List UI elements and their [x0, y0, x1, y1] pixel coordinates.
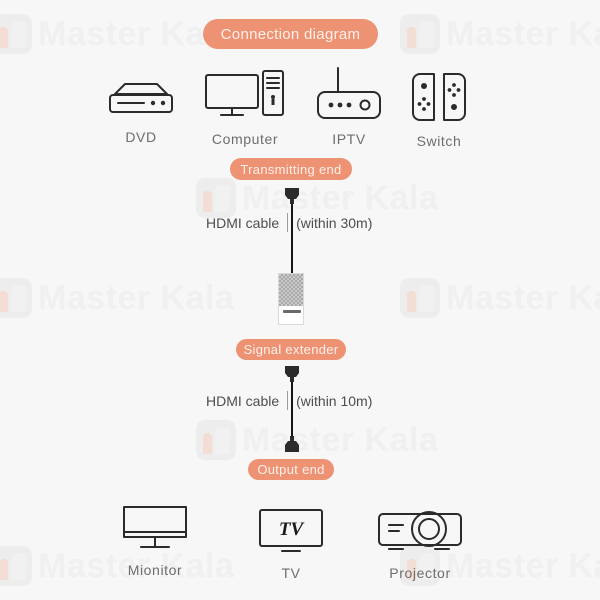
tv-icon: TV: [258, 508, 324, 554]
router-icon: [316, 66, 382, 120]
hdmi-plug-icon: [283, 366, 301, 382]
cable-label-divider: [287, 213, 289, 232]
cable-label-top: HDMI cable (within 30m): [206, 213, 372, 232]
dvd-player-icon: [109, 78, 173, 118]
watermark-text: Master Kala: [242, 178, 439, 217]
desktop-computer-icon: [205, 70, 285, 120]
watermark-text: Master Kala: [446, 278, 600, 317]
projector-icon: [377, 508, 463, 554]
watermark: Master Kala: [400, 278, 600, 318]
device-label: IPTV: [332, 131, 366, 147]
watermark-logo-icon: [400, 278, 440, 318]
watermark: Master Kala: [0, 14, 234, 54]
device-label: DVD: [125, 129, 157, 145]
device-dvd: DVD: [105, 78, 177, 145]
device-label: Mionitor: [127, 562, 183, 578]
watermark-text: Master Kala: [38, 278, 235, 317]
device-label: Projector: [389, 565, 451, 581]
watermark: Master Kala: [400, 14, 600, 54]
cable-distance: (within 10m): [296, 392, 373, 409]
cable-name: HDMI cable: [206, 392, 280, 409]
device-iptv: IPTV: [313, 66, 385, 147]
watermark-text: Master Kala: [446, 546, 600, 585]
extender-brand-mark: [283, 310, 301, 313]
watermark-text: Master Kala: [446, 14, 600, 53]
cable-label-divider: [287, 391, 289, 410]
device-projector: Projector: [372, 508, 468, 581]
device-switch: Switch: [406, 72, 472, 149]
extender-mesh-panel: [279, 274, 303, 306]
transmitting-end-badge: Transmitting end: [230, 158, 352, 180]
watermark-logo-icon: [0, 278, 32, 318]
device-computer: Computer: [203, 70, 287, 147]
watermark-logo-icon: [196, 420, 236, 460]
output-end-badge: Output end: [248, 459, 334, 480]
watermark-logo-icon: [0, 14, 32, 54]
watermark-logo-icon: [0, 546, 32, 586]
device-tv: TV TV: [250, 508, 332, 581]
hdmi-cable-line: [291, 200, 293, 280]
page-title-badge: Connection diagram: [203, 19, 378, 49]
watermark: Master Kala: [196, 420, 438, 460]
watermark-logo-icon: [400, 14, 440, 54]
device-monitor: Mionitor: [112, 505, 198, 578]
hdmi-cable-line: [291, 378, 293, 444]
game-console-icon: [411, 72, 467, 122]
cable-distance: (within 30m): [296, 214, 373, 231]
hdmi-plug-icon: [283, 436, 301, 452]
device-label: Computer: [211, 131, 279, 147]
cable-label-bottom: HDMI cable (within 10m): [206, 391, 372, 410]
watermark-logo-icon: [196, 178, 236, 218]
watermark-text: Master Kala: [242, 420, 439, 459]
device-label: TV: [281, 565, 301, 581]
monitor-icon: [121, 505, 189, 551]
signal-extender-badge: Signal extender: [236, 339, 346, 360]
device-label: Switch: [416, 133, 462, 149]
cable-name: HDMI cable: [206, 214, 280, 231]
signal-extender-device: [278, 273, 304, 325]
watermark: Master Kala: [0, 278, 234, 318]
svg-text:TV: TV: [279, 519, 305, 540]
watermark: Master Kala: [196, 178, 438, 218]
hdmi-plug-icon: [283, 188, 301, 204]
